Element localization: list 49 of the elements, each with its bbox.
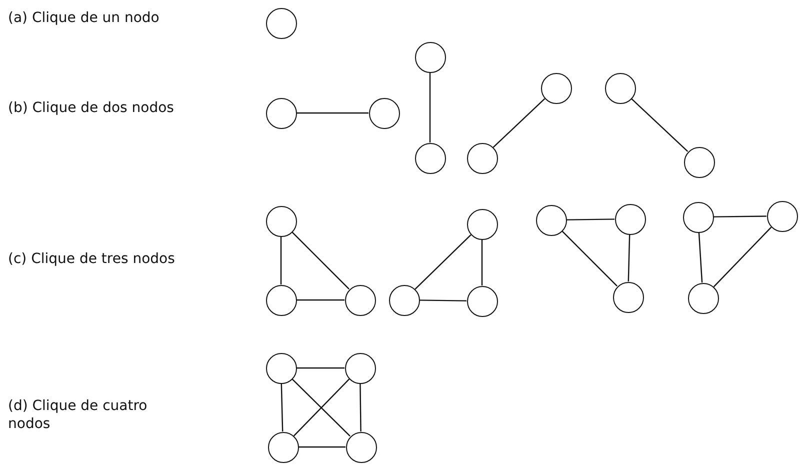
edge-line: [628, 234, 630, 282]
edge-line: [481, 240, 483, 286]
circle-node: [540, 72, 572, 104]
edge-line: [296, 112, 368, 114]
edge-line: [420, 300, 466, 302]
circle-node: [466, 208, 498, 240]
row-caption: (d) Clique de cuatro nodos: [8, 398, 148, 433]
edge-line: [492, 98, 546, 148]
edge-line: [296, 299, 344, 301]
edge-line: [360, 384, 362, 432]
row-caption: (b) Clique de dos nodos: [8, 100, 175, 118]
edge-line: [562, 230, 618, 286]
edge-line: [713, 226, 772, 288]
circle-node: [612, 282, 644, 312]
circle-node: [466, 286, 498, 316]
circle-node: [266, 98, 296, 128]
circle-node: [414, 142, 446, 174]
circle-node: [466, 142, 498, 174]
edge-line: [429, 72, 431, 142]
circle-node: [368, 98, 400, 128]
edge-line: [292, 232, 350, 290]
circle-node: [344, 352, 376, 384]
circle-node: [614, 204, 646, 234]
circle-node: [536, 204, 566, 236]
edge-line: [566, 218, 614, 220]
circle-node: [414, 42, 446, 72]
edge-line: [298, 446, 346, 448]
edge-line: [714, 216, 766, 218]
circle-node: [266, 284, 296, 316]
edge-line: [296, 367, 344, 369]
circle-node: [266, 8, 296, 38]
circle-node: [388, 284, 420, 316]
circle-node: [266, 352, 296, 384]
circle-node: [266, 206, 296, 236]
edge-line: [698, 232, 703, 283]
circle-node: [268, 432, 298, 462]
edge-line: [630, 98, 688, 152]
row-caption: (a) Clique de un nodo: [8, 10, 160, 28]
edge-line: [414, 234, 472, 290]
circle-node: [688, 282, 718, 314]
circle-node: [766, 200, 798, 232]
circle-node: [346, 432, 376, 462]
circle-node: [684, 146, 714, 178]
circle-node: [344, 284, 376, 316]
circle-node: [604, 72, 636, 104]
edge-line: [280, 236, 282, 284]
circle-node: [682, 202, 714, 232]
edge-line: [280, 383, 284, 432]
row-caption: (c) Clique de tres nodos: [8, 251, 176, 268]
